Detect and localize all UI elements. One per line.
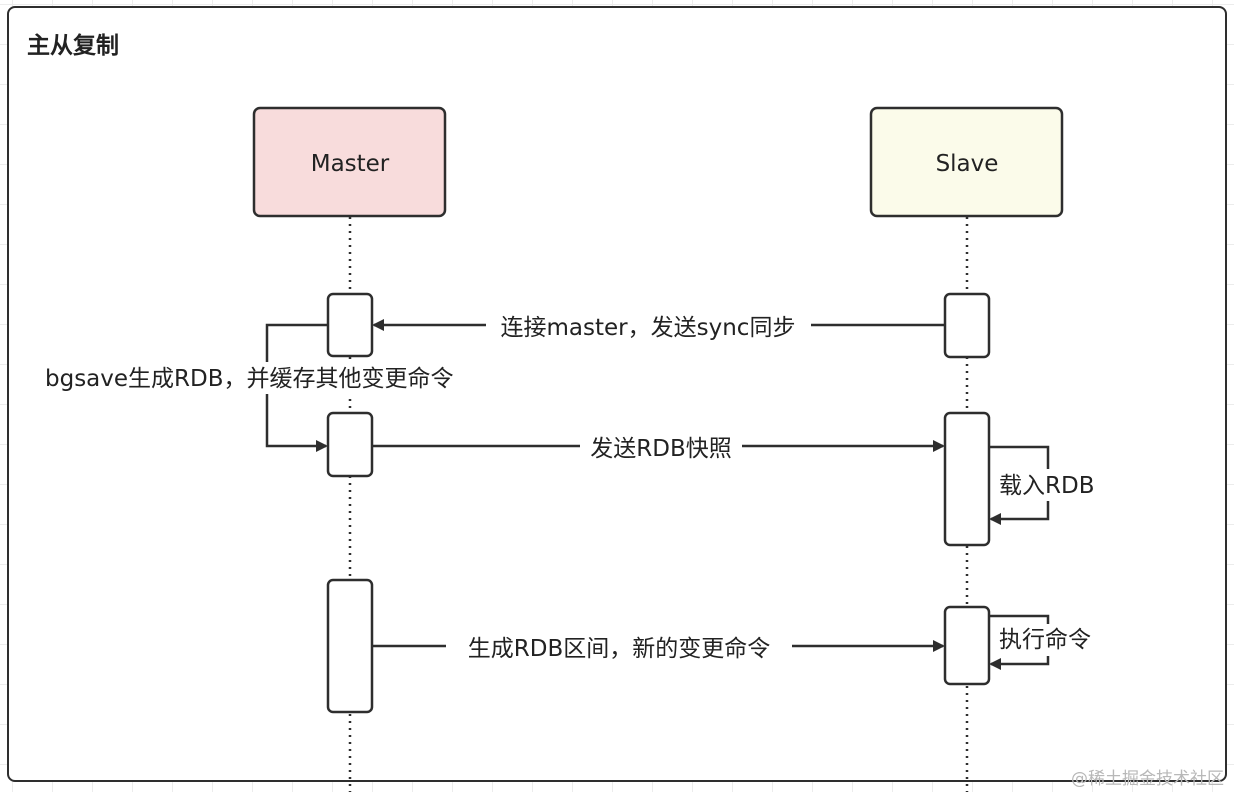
connect-label: 连接master，发送sync同步 bbox=[501, 315, 796, 341]
bgsave-label-bg bbox=[43, 362, 498, 394]
new-commands-label: 生成RDB区间，新的变更命令 bbox=[468, 636, 770, 662]
slave-label: Slave bbox=[936, 151, 999, 177]
send-rdb-label: 发送RDB快照 bbox=[590, 436, 731, 462]
watermark: @稀土掘金技术社区 bbox=[1071, 769, 1224, 789]
new-commands-label-bg bbox=[446, 632, 792, 664]
master-label: Master bbox=[311, 151, 390, 177]
master-box[interactable] bbox=[252, 106, 447, 218]
send-rdb-label-bg bbox=[580, 432, 742, 464]
execute-label-bg bbox=[996, 624, 1106, 656]
load-rdb-label-bg bbox=[996, 469, 1108, 501]
execute-label: 执行命令 bbox=[999, 627, 1091, 653]
master-activation-2 bbox=[326, 411, 374, 478]
slave-activation-1 bbox=[943, 292, 991, 359]
slave-activation-2 bbox=[943, 411, 991, 547]
slave-activation-3 bbox=[943, 605, 991, 686]
slave-box[interactable] bbox=[869, 106, 1064, 218]
master-activation-3 bbox=[326, 578, 374, 714]
bgsave-label: bgsave生成RDB，并缓存其他变更命令 bbox=[45, 366, 454, 392]
master-activation-1 bbox=[326, 292, 374, 358]
load-rdb-label: 载入RDB bbox=[999, 473, 1094, 499]
diagram-title: 主从复制 bbox=[27, 33, 119, 59]
connect-label-bg bbox=[486, 310, 811, 342]
